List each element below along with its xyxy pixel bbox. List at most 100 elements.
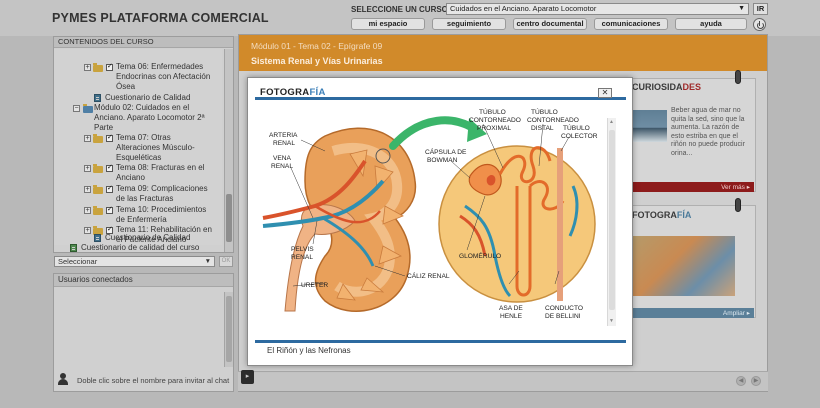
glomerulus (486, 175, 496, 186)
tree-item-label: Tema 07: Otras (116, 133, 171, 142)
artery-branch (314, 204, 381, 224)
close-button[interactable]: ✕ (598, 88, 612, 98)
prev-arrow-icon[interactable]: ◀ (736, 376, 746, 386)
title-part: CURIOSIDA (632, 82, 683, 92)
tree-item-cuestionario-calidad[interactable]: Cuestionario de Calidad (105, 233, 191, 242)
tree-item-cuestionario-curso[interactable]: Cuestionario de calidad del curso (81, 243, 200, 252)
tree-item-label: Parte (94, 123, 114, 132)
label-tprox-1: TÚBULO (479, 107, 506, 116)
kidney-thumbnail[interactable] (633, 236, 735, 296)
modal-divider (255, 340, 626, 343)
expand-icon[interactable]: + (84, 165, 91, 172)
label-arteria-2: RENAL (273, 140, 295, 147)
tree-item-label: Anciano. Aparato Locomotor 2ª (94, 113, 205, 122)
tree-item-modulo02[interactable]: Módulo 02: Cuidados en el Anciano. Apara… (94, 103, 205, 133)
tree-item-cuestionario[interactable]: Cuestionario de Calidad (105, 93, 191, 102)
distal-tubule (528, 180, 565, 211)
label-tprox-3: PROXIMAL (477, 125, 511, 132)
bowman-capsule (468, 163, 502, 196)
scroll-up-icon[interactable]: ▲ (609, 119, 614, 125)
logo-highlight: FÍA (309, 87, 326, 98)
section-title: Sistema Renal y Vías Urinarias (251, 56, 383, 66)
tree-item-label: Tema 11: Rehabilitación en (116, 225, 212, 234)
scroll-down-icon[interactable]: ▼ (609, 318, 614, 324)
pin-icon (735, 70, 741, 84)
expand-icon[interactable]: + (84, 207, 91, 214)
label-pelvis: PELVIS (291, 246, 314, 253)
modal-scrollbar[interactable]: ▲ ▼ (607, 118, 616, 326)
tree-item-label: Anciano (116, 173, 145, 182)
tree-item-tema07[interactable]: Tema 07: Otras Alteraciones Músculo- Esq… (116, 133, 195, 163)
expand-icon[interactable]: + (84, 227, 91, 234)
vein-branch (322, 216, 375, 267)
content-select[interactable]: Seleccionar ▼ (54, 256, 215, 267)
tree-item-label: de las Fracturas (116, 194, 174, 203)
nav-ayuda[interactable]: ayuda (675, 18, 747, 30)
tree-item-label: Módulo 02: Cuidados en el (94, 103, 190, 112)
connected-users-panel: Usuarios conectados (53, 273, 234, 392)
users-scrollbar[interactable] (224, 292, 233, 367)
label-pelvis-2: RENAL (291, 254, 313, 261)
tree-scrollbar[interactable] (224, 49, 233, 252)
tree-item-label: Endocrinas con Afectación (116, 72, 211, 81)
check-icon (106, 133, 113, 142)
tree-item-label: el Paciente Anciano (116, 235, 187, 244)
tree-item-tema08[interactable]: Tema 08: Fracturas en el Anciano (116, 163, 204, 183)
kidney-illustration: ARTERIA RENAL VENA RENAL PELVIS RENAL UR… (255, 106, 626, 337)
check-icon (106, 184, 113, 193)
title-highlight: FÍA (676, 210, 692, 220)
tree-item-label: Ósea (116, 82, 136, 91)
folder-icon (93, 63, 103, 72)
user-icon (58, 373, 68, 385)
check-icon (106, 62, 113, 71)
ver-mas-bar[interactable]: Ver más ▸ (632, 182, 754, 192)
label-tprox-2: CONTORNEADO (469, 117, 521, 124)
label-vena: VENA (273, 155, 292, 162)
nav-comunicaciones[interactable]: comunicaciones (594, 18, 668, 30)
expand-icon[interactable]: + (84, 186, 91, 193)
next-arrow-icon[interactable]: ▶ (751, 376, 761, 386)
label-asa-2: HENLE (500, 313, 523, 320)
folder-icon (93, 134, 103, 143)
check-icon (106, 163, 113, 172)
expand-icon[interactable]: + (84, 64, 91, 71)
label-glomerulo: GLOMÉRULO (459, 251, 501, 260)
zoom-arrow-head (467, 118, 487, 142)
chevron-down-icon: ▼ (738, 5, 745, 12)
course-select-label: SELECCIONE UN CURSO: (351, 5, 451, 14)
label-capsula-2: BOWMAN (427, 157, 458, 164)
document-icon (94, 94, 101, 102)
tree-item-label: Esqueléticas (116, 153, 162, 162)
ampliar-link[interactable]: Ampliar ▸ (722, 310, 750, 317)
scrollbar-thumb[interactable] (609, 130, 615, 310)
tree-item-tema10[interactable]: Tema 10: Procedimientos de Enfermería (116, 205, 206, 225)
ampliar-bar[interactable]: Ampliar ▸ (632, 308, 754, 318)
lesson-header: Módulo 01 - Tema 02 - Epígrafe 09 Sistem… (239, 35, 767, 71)
tree-item-tema11[interactable]: Tema 11: Rehabilitación en el Paciente A… (116, 225, 212, 245)
collapse-icon[interactable]: − (73, 105, 80, 112)
side-tab-toggle[interactable]: ▸ (241, 370, 254, 384)
vessel-red (459, 214, 487, 257)
image-caption: El Riñón y las Nefronas (267, 346, 351, 355)
go-button[interactable]: IR (753, 3, 768, 15)
expand-icon[interactable]: + (84, 135, 91, 142)
nav-mi-espacio[interactable]: mi espacio (351, 18, 425, 30)
label-asa-1: ASA DE (499, 305, 523, 312)
tree-item-label: Tema 10: Procedimientos (116, 205, 207, 214)
ver-mas-link[interactable]: Ver más ▸ (721, 184, 750, 191)
label-tcol-1: TÚBULO (563, 123, 590, 132)
scrollbar-thumb[interactable] (226, 194, 232, 242)
tree-item-tema06[interactable]: Tema 06: Enfermedades Endocrinas con Afe… (116, 62, 210, 92)
proximal-tubule (498, 146, 552, 184)
nav-centro-documental[interactable]: centro documental (513, 18, 587, 30)
scrollbar-thumb[interactable] (226, 296, 232, 362)
tree-item-label: Tema 08: Fracturas en el (116, 163, 205, 172)
label-conducto-2: DE BELLINI (545, 313, 581, 320)
nav-seguimiento[interactable]: seguimiento (432, 18, 506, 30)
title-highlight: DES (682, 82, 702, 92)
zoom-marker (375, 148, 391, 164)
power-icon[interactable] (753, 18, 766, 31)
ok-button[interactable]: OK (219, 256, 233, 267)
course-select[interactable]: Cuidados en el Anciano. Aparato Locomoto… (446, 3, 749, 15)
tree-item-tema09[interactable]: Tema 09: Complicaciones de las Fracturas (116, 184, 208, 204)
